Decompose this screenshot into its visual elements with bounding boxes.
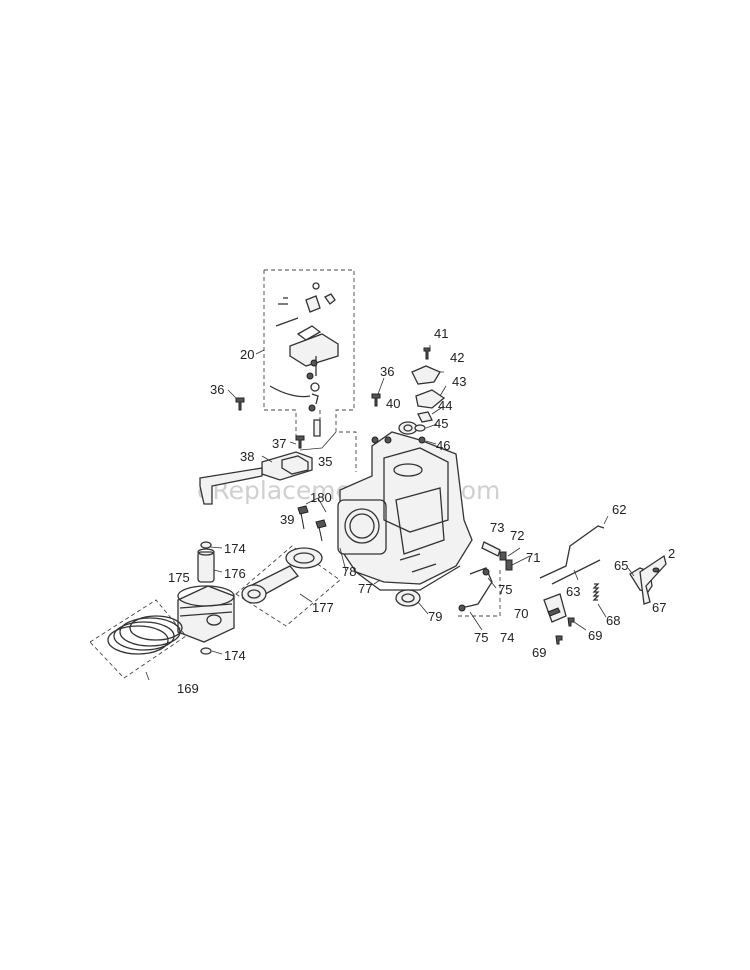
leader-35 [299, 431, 337, 451]
crankcase-cavity [383, 447, 449, 533]
callout-71: 71 [526, 550, 540, 565]
callout-79: 79 [428, 609, 442, 624]
callout-45: 45 [434, 416, 448, 431]
callout-174-top: 174 [224, 541, 246, 556]
piston-175 [177, 585, 235, 643]
governor-shaft [313, 419, 321, 437]
callout-65: 65 [614, 558, 628, 573]
screw-36-left [235, 397, 245, 411]
callout-62: 62 [612, 502, 626, 517]
lever-67 [639, 554, 667, 605]
part-44 [417, 411, 433, 423]
clip-75-bottom [458, 604, 466, 612]
cylinder-bore [344, 508, 380, 544]
piston-pin-176 [197, 551, 215, 583]
callout-36-left: 36 [210, 382, 224, 397]
connecting-rod-177 [235, 545, 341, 627]
governor-screw [278, 297, 288, 305]
governor-washer [312, 282, 320, 290]
callout-20: 20 [240, 347, 254, 362]
engine-crankcase [337, 431, 473, 591]
callout-75-bottom: 75 [474, 630, 488, 645]
clip-75-top [482, 568, 490, 576]
bolt-180 [315, 519, 327, 542]
governor-lever [305, 295, 321, 313]
cover-42 [411, 365, 441, 385]
rod-62 [539, 525, 605, 579]
callout-69-right: 69 [588, 628, 602, 643]
screw-36-right [371, 393, 381, 407]
part-46 [418, 436, 426, 444]
callout-78: 78 [342, 564, 356, 579]
callout-177: 177 [312, 600, 334, 615]
callout-40: 40 [386, 396, 400, 411]
piston-rings-169 [89, 599, 187, 679]
governor-assembly-bracket [263, 269, 357, 472]
bearing-79 [395, 589, 421, 607]
callout-176: 176 [224, 566, 246, 581]
bolt-73 [481, 541, 501, 557]
callout-36-right: 36 [380, 364, 394, 379]
callout-69-left: 69 [532, 645, 546, 660]
bolt-39 [297, 505, 309, 530]
callout-35: 35 [318, 454, 332, 469]
callout-175: 175 [168, 570, 190, 585]
callout-41: 41 [434, 326, 448, 341]
part-71 [505, 559, 513, 571]
callout-46: 46 [436, 438, 450, 453]
callout-67: 67 [652, 600, 666, 615]
callout-72: 72 [510, 528, 524, 543]
screw-69-upper [567, 617, 575, 627]
callout-75-right: 75 [498, 582, 512, 597]
retainer-174-bottom [200, 647, 212, 655]
tube-74 [469, 567, 493, 607]
governor-bracket-plate [289, 333, 339, 367]
callout-44: 44 [438, 398, 452, 413]
governor-arm-block [281, 455, 309, 475]
part-2 [652, 567, 660, 573]
callout-39: 39 [280, 512, 294, 527]
governor-link [296, 325, 322, 341]
callout-68: 68 [606, 613, 620, 628]
callout-43: 43 [452, 374, 466, 389]
governor-spring [275, 317, 299, 327]
governor-assembly-group [263, 269, 357, 472]
gasket-43 [415, 389, 446, 409]
callout-180: 180 [310, 490, 332, 505]
governor-rod [269, 385, 311, 398]
callout-2: 2 [668, 546, 675, 561]
spring-68 [592, 583, 600, 601]
screw-69-lower [555, 635, 563, 645]
part-72 [499, 551, 507, 561]
callout-70: 70 [514, 606, 528, 621]
bracket-70 [543, 593, 567, 623]
callout-77: 77 [358, 581, 372, 596]
governor-arm-lever [199, 467, 263, 505]
screw-37 [295, 435, 305, 449]
callout-74: 74 [500, 630, 514, 645]
governor-nut [324, 293, 336, 305]
washer-45 [414, 424, 426, 432]
callout-42: 42 [450, 350, 464, 365]
callout-38: 38 [240, 449, 254, 464]
callout-73: 73 [490, 520, 504, 535]
callout-63: 63 [566, 584, 580, 599]
oil-seal-40 [398, 421, 418, 435]
retainer-174-top [200, 541, 212, 549]
callout-174-bottom: 174 [224, 648, 246, 663]
screw-41 [423, 347, 431, 360]
callout-169: 169 [177, 681, 199, 696]
rod-63 [551, 559, 601, 585]
callout-37: 37 [272, 436, 286, 451]
